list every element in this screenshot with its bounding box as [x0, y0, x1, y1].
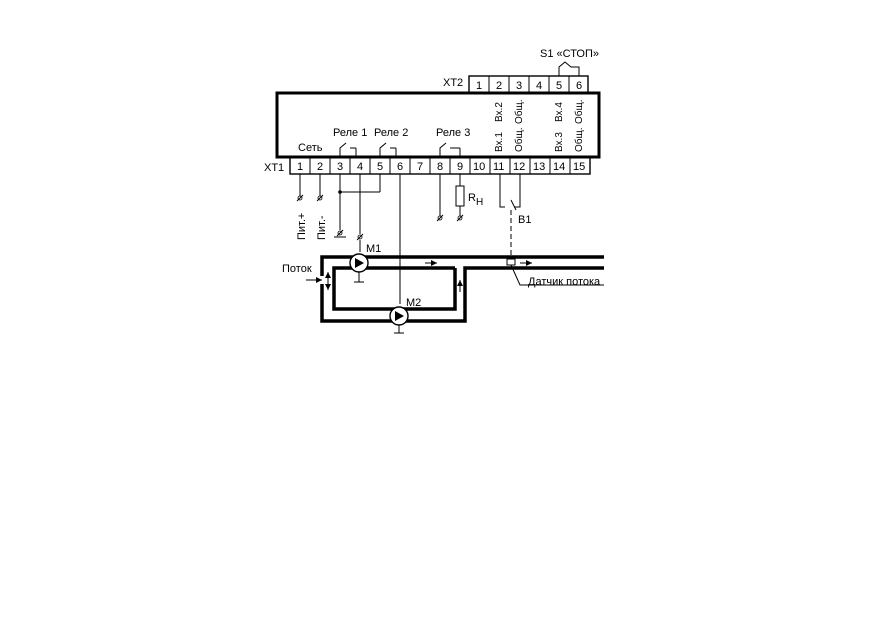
xt1-pin-3: 3 [337, 161, 343, 173]
power-wiring: Пит.+ Пит.- [296, 174, 328, 240]
in3-label: Вх.3 [554, 132, 565, 152]
sensor-label: B1 [518, 214, 531, 226]
xt1-pin-4: 4 [357, 161, 363, 173]
stop-switch: S1 «СТОП» [540, 48, 599, 76]
xt1-pin-10: 10 [473, 161, 485, 173]
xt1-label: XT1 [264, 162, 284, 174]
load-resistor-sub: Н [476, 197, 483, 208]
xt2-pin-6: 6 [576, 80, 582, 92]
load-resistor-label: R [468, 192, 476, 204]
xt2-pin-3: 3 [516, 80, 522, 92]
xt1-pin-7: 7 [417, 161, 423, 173]
in1-label: Вх.1 [494, 132, 505, 152]
com1-label: Общ. [513, 127, 525, 152]
com4-label: Общ. [573, 99, 585, 124]
pump-m2: M2 [389, 297, 421, 334]
xt1-pin-8: 8 [437, 161, 443, 173]
network-label: Сеть [298, 142, 323, 154]
device-body: Сеть Реле 1 Реле 2 Реле 3 Вх.1 Общ. Вх.2… [275, 91, 601, 159]
xt1-pin-11: 11 [493, 161, 504, 173]
xt2-pin-1: 1 [476, 80, 482, 92]
flow-label: Поток [282, 263, 312, 275]
xt2-terminal-block: XT2 1 2 3 4 5 6 [443, 75, 589, 94]
com3-label: Общ. [573, 127, 585, 152]
relay2-label: Реле 2 [374, 127, 408, 139]
xt1-pin-1: 1 [297, 161, 303, 173]
xt1-pin-6: 6 [397, 161, 403, 173]
xt1-terminal-block: XT1 1 2 3 4 5 6 7 8 9 10 11 12 13 14 15 [264, 156, 591, 175]
pump-m1: M1 [349, 243, 381, 283]
com2-label: Общ. [513, 99, 525, 124]
relay3-label: Реле 3 [436, 127, 470, 139]
xt1-pin-13: 13 [533, 161, 545, 173]
in4-label: Вх.4 [554, 102, 565, 122]
xt2-pin-4: 4 [536, 80, 542, 92]
relay1-label: Реле 1 [333, 127, 367, 139]
xt1-pin-2: 2 [317, 161, 323, 173]
sensor-contact: B1 [499, 174, 531, 262]
power-minus-label: Пит.- [316, 215, 328, 240]
flow-sensor-label: Датчик потока [528, 276, 601, 288]
power-plus-label: Пит.+ [296, 213, 308, 240]
xt1-pin-14: 14 [553, 161, 565, 173]
xt1-pin-12: 12 [513, 161, 525, 173]
pipe-system: Поток Датчик потока [282, 255, 604, 323]
pump-m2-label: M2 [406, 297, 421, 309]
relay-wiring [334, 174, 401, 304]
xt2-label: XT2 [443, 77, 463, 89]
pump-m1-label: M1 [366, 243, 381, 255]
xt1-pin-5: 5 [377, 161, 383, 173]
xt2-pin-5: 5 [556, 80, 562, 92]
xt1-pin-9: 9 [457, 161, 463, 173]
in2-label: Вх.2 [494, 102, 505, 122]
xt1-pin-15: 15 [573, 161, 585, 173]
stop-switch-label: S1 «СТОП» [540, 48, 599, 60]
load-resistor: R Н [436, 174, 483, 222]
xt2-pin-2: 2 [496, 80, 502, 92]
